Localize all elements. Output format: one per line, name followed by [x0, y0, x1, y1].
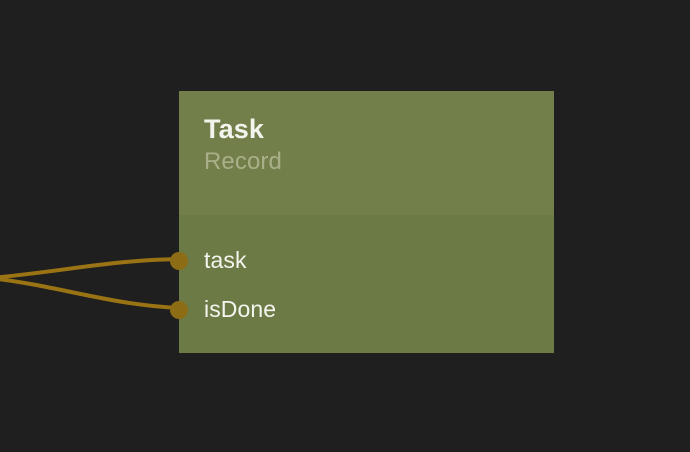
port-label-isdone: isDone — [204, 296, 277, 322]
port-label-task: task — [204, 247, 247, 273]
edge-to-task[interactable] — [0, 257, 182, 280]
port-dot-icon[interactable] — [170, 251, 188, 270]
node-task[interactable]: Task Record task isDone — [170, 91, 554, 353]
port-dot-icon[interactable] — [170, 300, 188, 319]
edge-to-isDone[interactable] — [0, 277, 182, 310]
node-body: task isDone — [170, 215, 554, 353]
node-subtitle: Record — [204, 148, 282, 176]
port-row-task[interactable]: task — [170, 236, 554, 285]
port-row-isdone[interactable]: isDone — [170, 285, 554, 334]
node-header[interactable]: Task Record — [179, 91, 554, 215]
node-title: Task — [204, 114, 264, 144]
